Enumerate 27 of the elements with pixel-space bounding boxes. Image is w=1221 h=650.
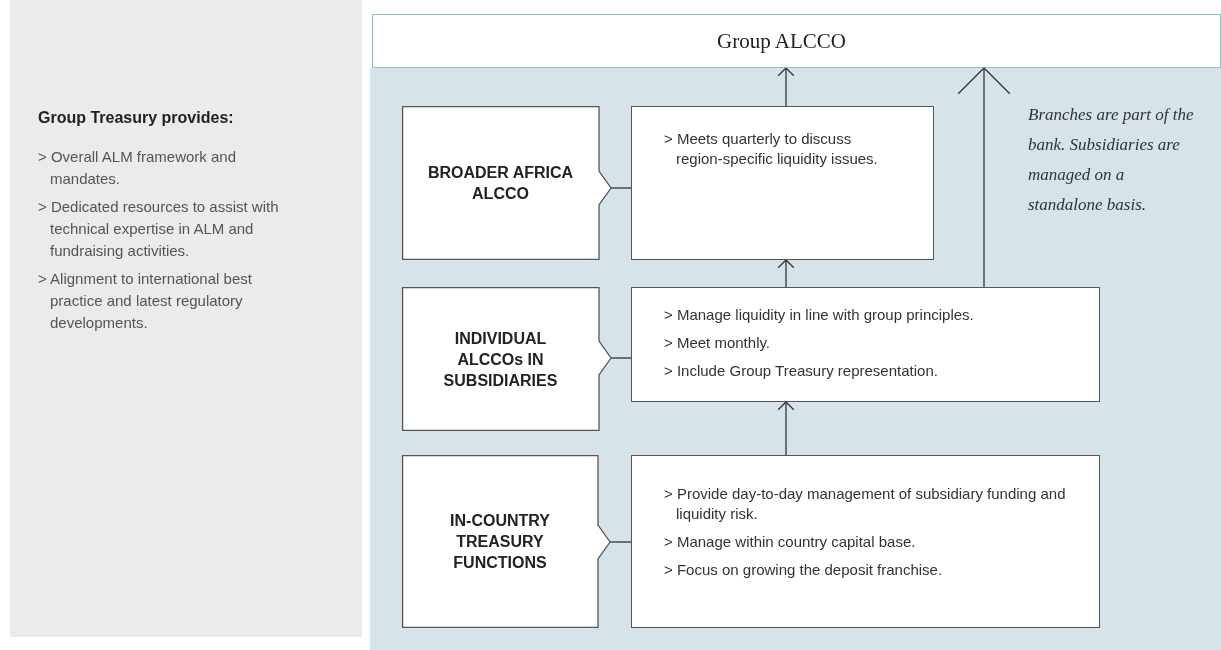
title-text: IN-COUNTRY TREASURY FUNCTIONS: [449, 511, 551, 573]
bullet-text: > Meet monthly.: [664, 333, 772, 353]
process-box: [631, 455, 1100, 628]
process-box: [631, 287, 1100, 402]
bullet-text: > Include Group Treasury representation.: [664, 361, 939, 381]
bullet-text: > Alignment to international best practice and latest regulatory developments.: [38, 269, 253, 333]
header-text: Group ALCCO: [717, 28, 846, 54]
bullet-text: > Manage within country capital base.: [664, 532, 917, 552]
panel-heading: Group Treasury provides:: [38, 108, 235, 128]
note-text: Branches are part of the bank. Subsidiaries are managed on a standalone basis.: [1028, 104, 1195, 216]
bullet-text: > Provide day-to-day management of subsidiary funding and liquidity risk.: [664, 484, 1067, 524]
title-box: [402, 287, 611, 431]
arrow: [777, 67, 795, 107]
bullet-text: > Manage liquidity in line with group principles.: [664, 305, 975, 325]
bullet-text: > Focus on growing the deposit franchise.: [664, 560, 944, 580]
process-box: [631, 106, 934, 260]
title-box: [402, 106, 611, 260]
arrow: [777, 259, 795, 288]
title-text: INDIVIDUAL ALCCOs IN SUBSIDIARIES: [442, 328, 559, 391]
bullet-text: > Meets quarterly to discuss region-specific liquidity issues.: [664, 129, 879, 169]
title-box: [402, 455, 610, 628]
title-text: BROADER AFRICA ALCCO: [426, 163, 575, 204]
bullet-text: > Overall ALM framework and mandates.: [38, 147, 237, 189]
arrow: [957, 67, 1011, 288]
header-box: [372, 14, 1221, 68]
arrow: [777, 401, 795, 456]
bullet-text: > Dedicated resources to assist with technical expertise in ALM and fundraising activities.: [38, 197, 280, 261]
